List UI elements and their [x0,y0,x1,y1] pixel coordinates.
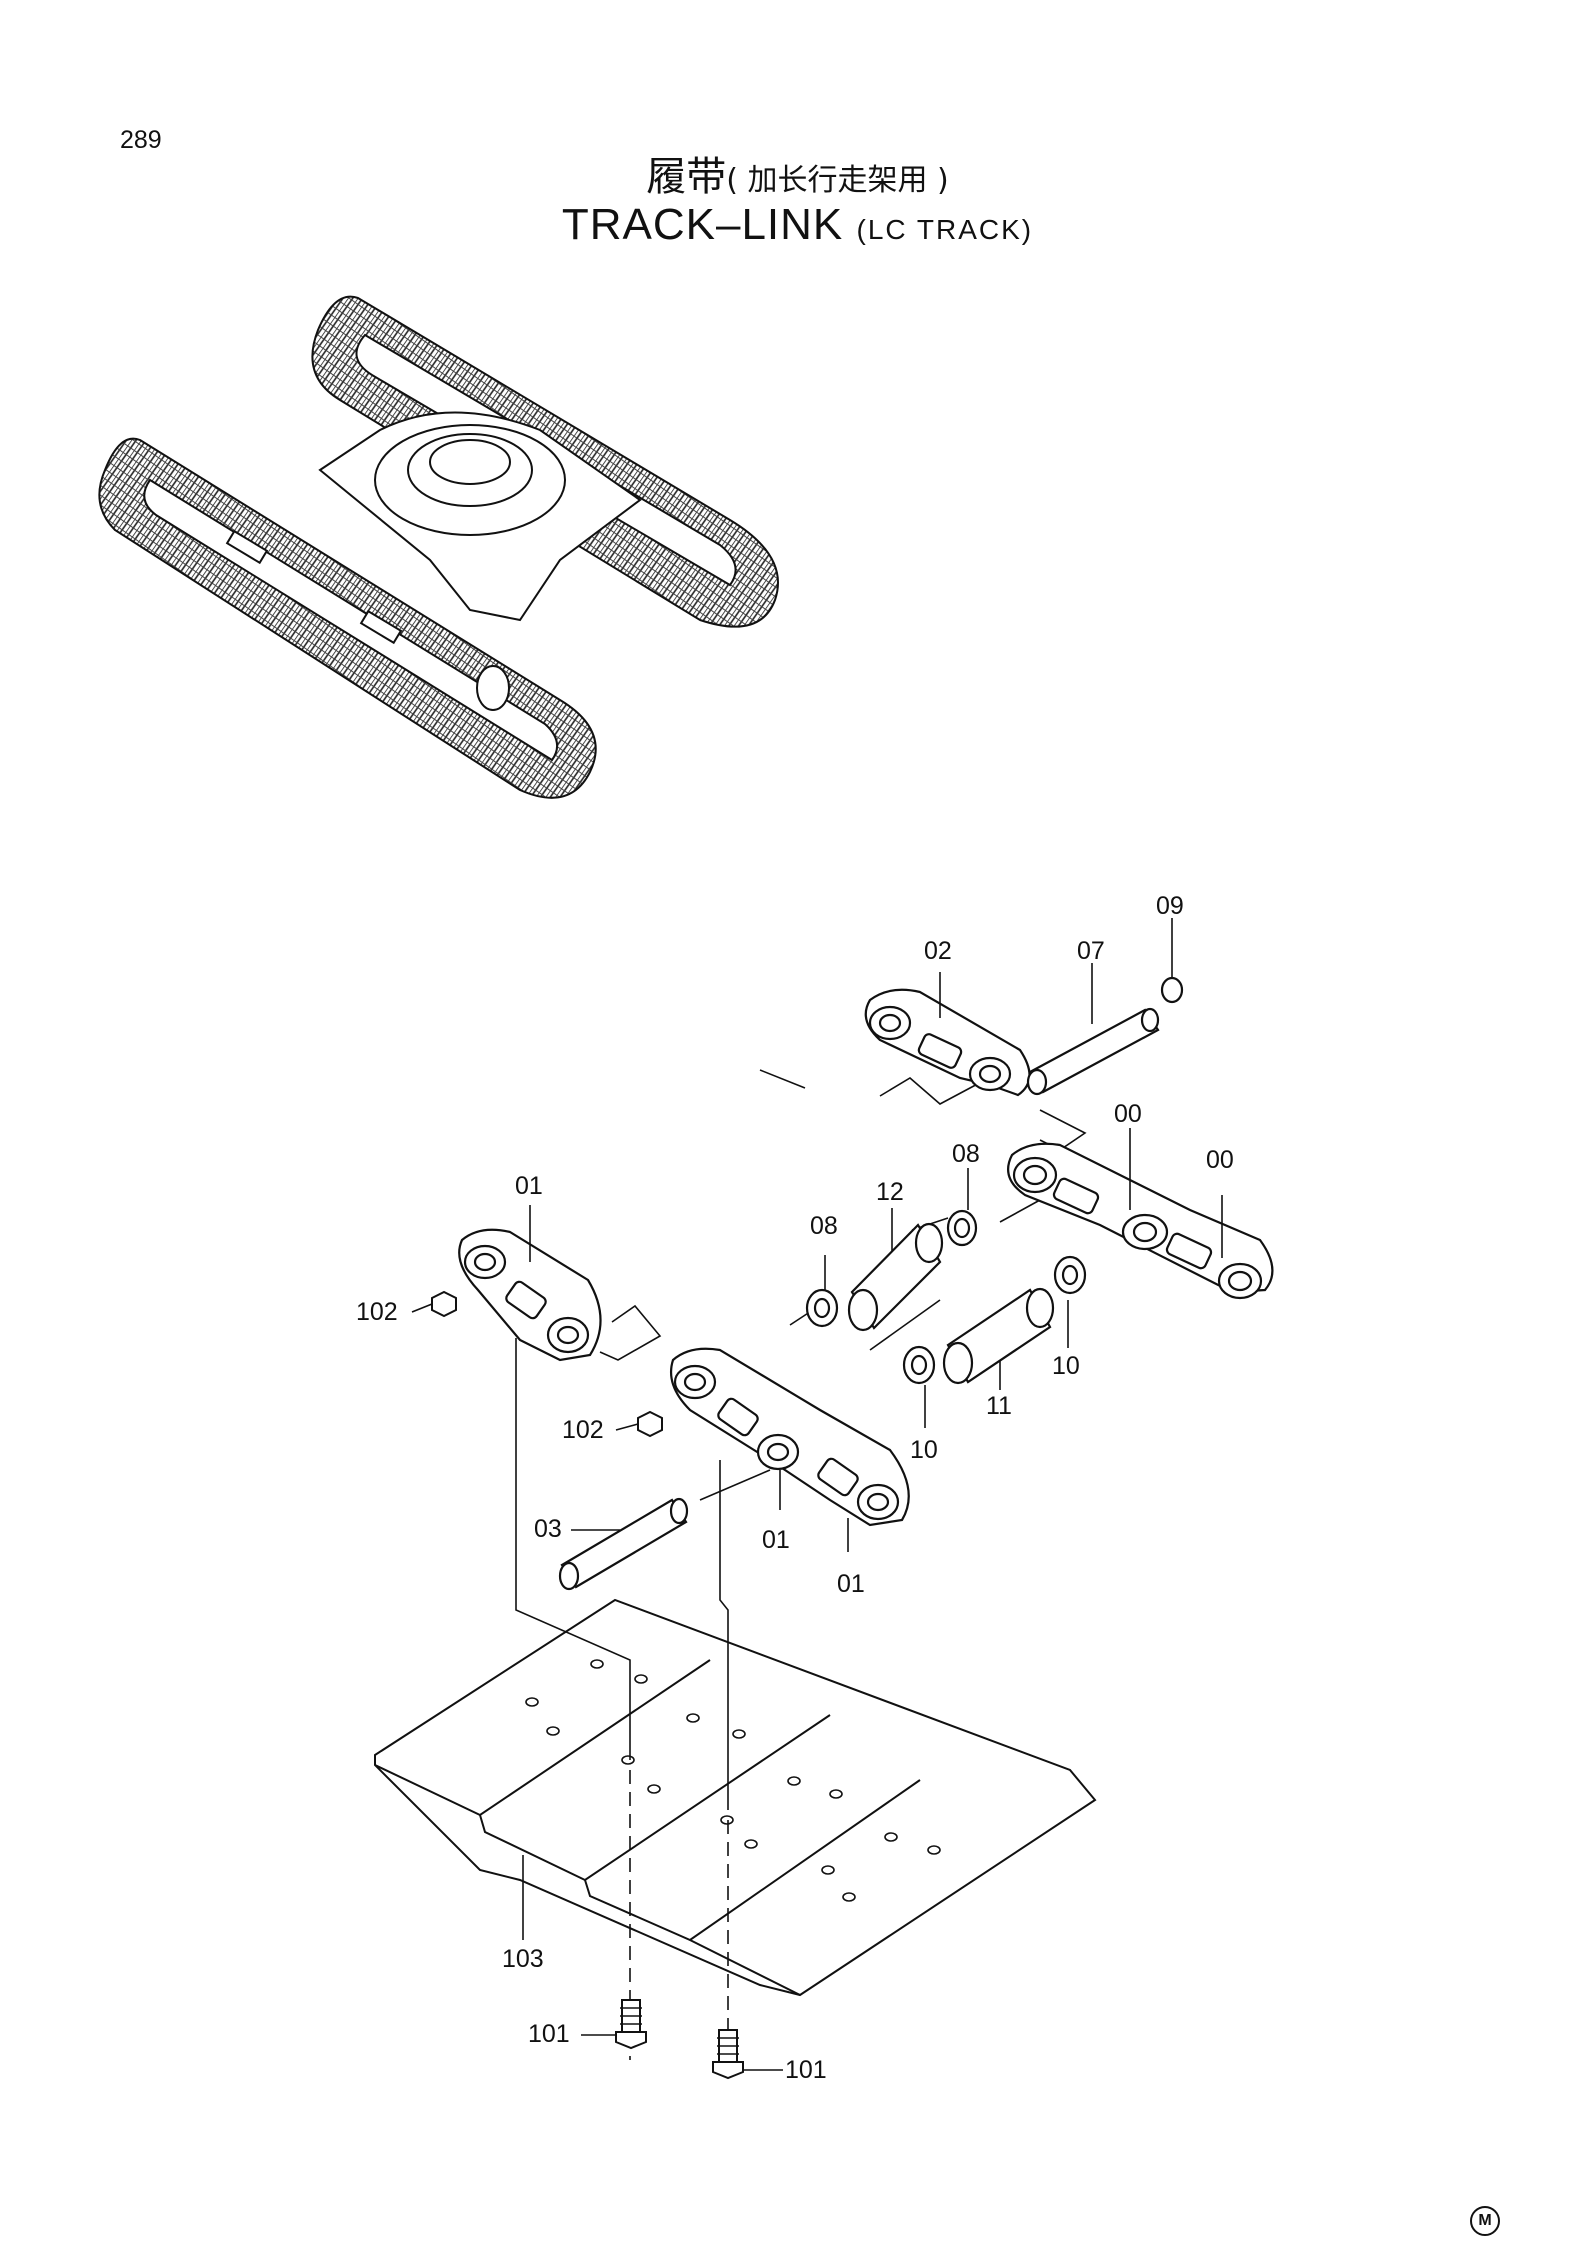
track-shoe-plates [374,1598,1097,1997]
callout-label: 101 [785,2056,827,2084]
title-en-sub: (LC TRACK) [856,214,1034,245]
callout-label: 10 [1052,1352,1080,1380]
registered-mark-icon: M [1470,2206,1500,2236]
callout-label: 00 [1114,1100,1142,1128]
track-link-01-left-illustration [458,1228,602,1362]
bushing-12-illustration [847,1222,944,1332]
track-link-00-illustration [1007,1142,1274,1300]
bolt-101-right-illustration [712,2029,744,2080]
undercarriage-overview-illustration [98,295,779,799]
seal-08-lower-illustration [805,1288,839,1328]
nut-102-upper-illustration [431,1290,457,1318]
callout-label: 01 [837,1570,865,1598]
assembly-guide-lines [515,1069,1087,2060]
track-link-02-illustration [864,988,1031,1097]
page-title-english: TRACK–LINK (LC TRACK) [0,200,1595,250]
page-title-chinese: 履带( 加长行走架用 ) [0,144,1595,202]
callout-label: 08 [952,1140,980,1168]
seal-08-upper-illustration [946,1209,978,1247]
callout-label: 102 [356,1298,398,1326]
nut-102-lower-illustration [637,1410,663,1438]
title-cn-main: 履带 [646,154,727,200]
callout-label: 12 [876,1178,904,1206]
callout-label: 01 [762,1526,790,1554]
snap-ring-09-illustration [1160,976,1184,1004]
pin-07-illustration [1026,1007,1160,1096]
callout-label: 02 [924,937,952,965]
callout-label: 09 [1156,892,1184,920]
bolt-101-left-illustration [615,1999,647,2050]
callout-label: 102 [562,1416,604,1444]
callout-label: 03 [534,1515,562,1543]
callout-leader-lines [411,918,1223,2071]
callout-label: 101 [528,2020,570,2048]
callout-label: 01 [515,1172,543,1200]
track-link-01-center-illustration [669,1347,910,1527]
callout-label: 07 [1077,937,1105,965]
callout-label: 08 [810,1212,838,1240]
callout-label: 11 [986,1392,1012,1420]
seal-10-right-illustration [1053,1255,1087,1295]
title-cn-sub: ( 加长行走架用 ) [726,163,949,198]
seal-10-left-illustration [902,1345,936,1385]
pin-03-illustration [558,1497,689,1591]
callout-label: 103 [502,1945,544,1973]
callout-label: 10 [910,1436,938,1464]
bushing-11-illustration [942,1287,1055,1385]
page-number: 289 [120,126,162,154]
callout-label: 00 [1206,1146,1234,1174]
title-en-main: TRACK–LINK [561,200,844,249]
